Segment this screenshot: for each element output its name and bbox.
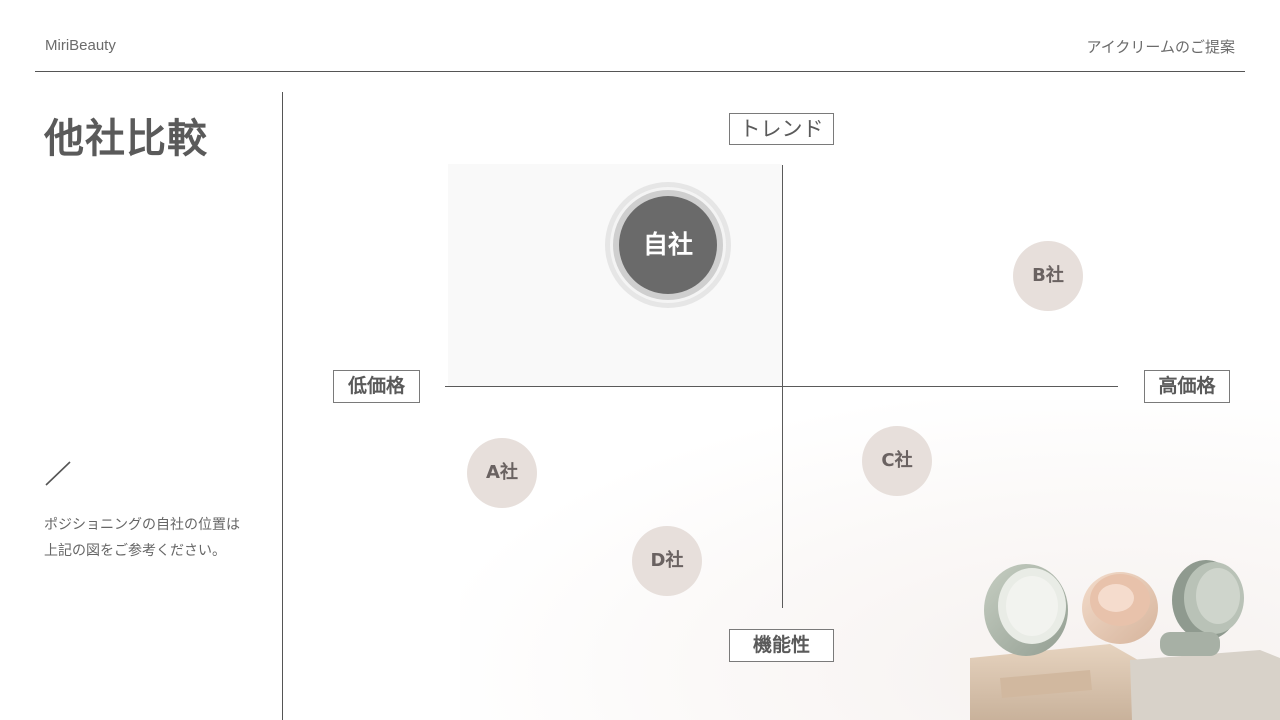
price-axis <box>445 386 1118 387</box>
page-title: 他社比較 <box>44 116 208 162</box>
trend-axis <box>782 165 783 608</box>
company-a-bubble: A社 <box>467 438 537 508</box>
header-divider <box>35 71 1245 72</box>
cosmetic-jars-photo <box>970 560 1280 720</box>
company-b-bubble: B社 <box>1013 241 1083 311</box>
proposal-title: アイクリームのご提案 <box>1086 38 1235 56</box>
axis-label-bottom: 機能性 <box>729 629 834 662</box>
axis-label-right: 高価格 <box>1144 370 1230 403</box>
company-d-bubble: D社 <box>632 526 702 596</box>
axis-label-left: 低価格 <box>333 370 420 403</box>
axis-label-top: トレンド <box>729 113 834 145</box>
slash-icon <box>45 461 71 486</box>
note-text: ポジショニングの自社の位置は上記の図をご参考ください。 <box>44 517 240 559</box>
self-company-bubble: 自社 <box>619 196 717 294</box>
brand-name: MiriBeauty <box>45 37 116 54</box>
sidebar-divider <box>282 92 283 720</box>
company-c-bubble: C社 <box>862 426 932 496</box>
